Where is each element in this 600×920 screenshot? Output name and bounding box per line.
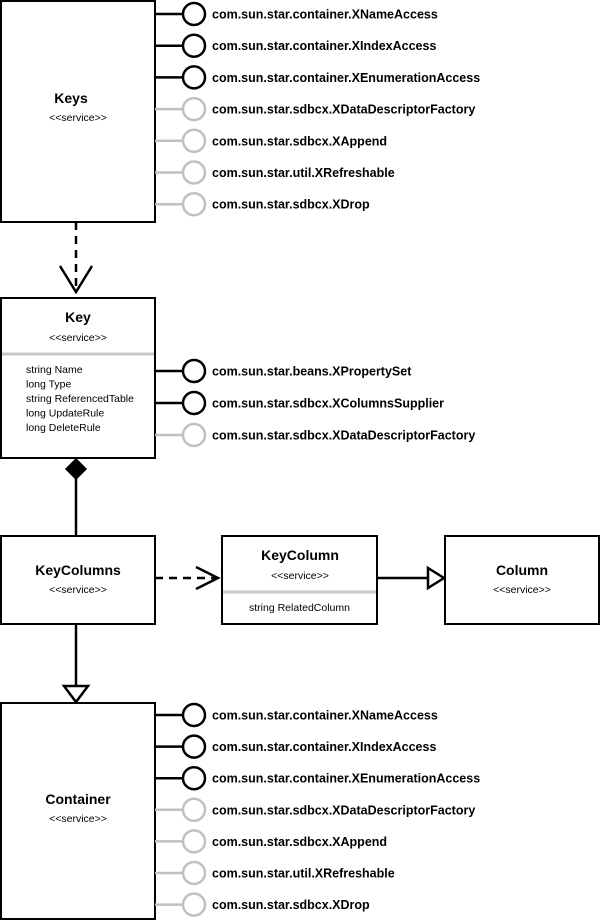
column-title: Column: [496, 562, 548, 578]
interface-label: com.sun.star.sdbcx.XDrop: [212, 198, 370, 212]
attribute-label: string RelatedColumn: [249, 602, 350, 614]
interface-lollipop: com.sun.star.sdbcx.XColumnsSupplier: [155, 390, 444, 416]
generalization-triangle-down: [61, 684, 91, 705]
interface-lollipop: com.sun.star.sdbcx.XAppend: [155, 128, 387, 154]
interface-circle-icon: [181, 358, 207, 384]
interface-circle-icon: [181, 765, 207, 791]
attribute-label: long Type: [26, 379, 72, 391]
key-title: Key: [65, 309, 91, 325]
connectors: [58, 222, 447, 705]
interface-label: com.sun.star.util.XRefreshable: [212, 867, 395, 881]
interface-lollipop: com.sun.star.sdbcx.XDrop: [155, 892, 370, 917]
keys-interfaces: com.sun.star.container.XNameAccess com.su…: [155, 1, 480, 217]
interface-lollipop: com.sun.star.sdbcx.XAppend: [155, 829, 387, 854]
interface-circle-icon: [181, 734, 207, 759]
interface-circle-icon: [181, 1, 207, 27]
interface-label: com.sun.star.container.XNameAccess: [212, 8, 438, 22]
interface-circle-icon: [181, 160, 207, 185]
container-interfaces: com.sun.star.container.XNameAccess com.su…: [155, 702, 480, 917]
interface-circle-icon: [181, 860, 207, 886]
interface-circle-icon: [181, 422, 207, 448]
interface-circle-icon: [181, 702, 207, 728]
generalization-triangle-right: [426, 565, 447, 591]
interface-circle-icon: [181, 797, 207, 823]
interface-lollipop: com.sun.star.container.XEnumerationAcces…: [155, 765, 480, 791]
interface-label: com.sun.star.sdbcx.XAppend: [212, 134, 387, 148]
interface-circle-icon: [181, 96, 207, 122]
interface-lollipop: com.sun.star.sdbcx.XDataDescriptorFactor…: [155, 96, 475, 122]
interface-circle-icon: [181, 829, 207, 854]
interface-circle-icon: [181, 892, 207, 917]
node-container: Container <<service>> com.sun.star.conta…: [0, 702, 480, 920]
interface-label: com.sun.star.util.XRefreshable: [212, 166, 395, 180]
key-interfaces: com.sun.star.beans.XPropertySet com.sun.s…: [155, 358, 475, 448]
interface-lollipop: com.sun.star.container.XIndexAccess: [155, 734, 436, 759]
interface-lollipop: com.sun.star.container.XNameAccess: [155, 702, 438, 728]
keycolumns-stereotype: <<service>>: [49, 584, 107, 596]
interface-lollipop: com.sun.star.container.XIndexAccess: [155, 33, 436, 58]
composition-diamond: [64, 457, 88, 481]
interface-label: com.sun.star.container.XIndexAccess: [212, 39, 436, 53]
interface-lollipop: com.sun.star.container.XEnumerationAcces…: [155, 65, 480, 90]
interface-label: com.sun.star.container.XEnumerationAcces…: [212, 772, 480, 786]
keycolumns-title: KeyColumns: [35, 562, 121, 578]
interface-label: com.sun.star.beans.XPropertySet: [212, 365, 412, 379]
keys-title: Keys: [54, 90, 88, 106]
interface-label: com.sun.star.container.XEnumerationAcces…: [212, 71, 480, 85]
interface-label: com.sun.star.sdbcx.XColumnsSupplier: [212, 397, 444, 411]
column-stereotype: <<service>>: [493, 584, 551, 596]
interface-label: com.sun.star.container.XNameAccess: [212, 709, 438, 723]
interface-label: com.sun.star.sdbcx.XDataDescriptorFactor…: [212, 103, 475, 117]
keys-stereotype: <<service>>: [49, 112, 107, 124]
interface-circle-icon: [181, 191, 207, 217]
node-column: Column <<service>>: [444, 535, 600, 625]
keycolumns-keycolumn-arrowhead: [195, 565, 221, 591]
keycolumn-stereotype: <<service>>: [271, 570, 329, 582]
attribute-label: long UpdateRule: [26, 408, 104, 420]
keys-box: [0, 0, 156, 223]
attribute-label: string ReferencedTable: [26, 393, 134, 405]
interface-label: com.sun.star.sdbcx.XDataDescriptorFactor…: [212, 429, 475, 443]
interface-circle-icon: [181, 390, 207, 416]
interface-label: com.sun.star.container.XIndexAccess: [212, 740, 436, 754]
node-keys: Keys <<service>> com.sun.star.container.…: [0, 0, 480, 223]
keycolumn-box: [221, 535, 378, 625]
key-stereotype: <<service>>: [49, 332, 107, 344]
column-box: [444, 535, 600, 625]
interface-lollipop: com.sun.star.container.XNameAccess: [155, 1, 438, 27]
node-keycolumns: KeyColumns <<service>>: [0, 535, 156, 625]
interface-lollipop: com.sun.star.beans.XPropertySet: [155, 358, 412, 384]
container-box: [0, 702, 156, 920]
interface-lollipop: com.sun.star.sdbcx.XDataDescriptorFactor…: [155, 797, 475, 823]
node-keycolumn: KeyColumn <<service>> string RelatedColu…: [221, 535, 378, 625]
interface-label: com.sun.star.sdbcx.XDataDescriptorFactor…: [212, 803, 475, 817]
keycolumn-attributes: string RelatedColumn: [249, 602, 350, 614]
key-attributes: string Name long Type string ReferencedTab…: [26, 364, 134, 434]
interface-label: com.sun.star.sdbcx.XAppend: [212, 835, 387, 849]
interface-circle-icon: [181, 65, 207, 90]
interface-label: com.sun.star.sdbcx.XDrop: [212, 898, 370, 912]
container-title: Container: [45, 791, 111, 807]
key-box: [0, 297, 156, 459]
keycolumns-box: [0, 535, 156, 625]
attribute-label: long DeleteRule: [26, 422, 101, 434]
interface-lollipop: com.sun.star.util.XRefreshable: [155, 160, 395, 185]
keys-key-arrowhead: [58, 265, 94, 295]
attribute-label: string Name: [26, 364, 83, 376]
container-stereotype: <<service>>: [49, 813, 107, 825]
interface-lollipop: com.sun.star.sdbcx.XDrop: [155, 191, 370, 217]
interface-lollipop: com.sun.star.sdbcx.XDataDescriptorFactor…: [155, 422, 475, 448]
interface-lollipop: com.sun.star.util.XRefreshable: [155, 860, 395, 886]
interface-circle-icon: [181, 33, 207, 58]
interface-circle-icon: [181, 128, 207, 154]
keycolumn-title: KeyColumn: [261, 547, 339, 563]
